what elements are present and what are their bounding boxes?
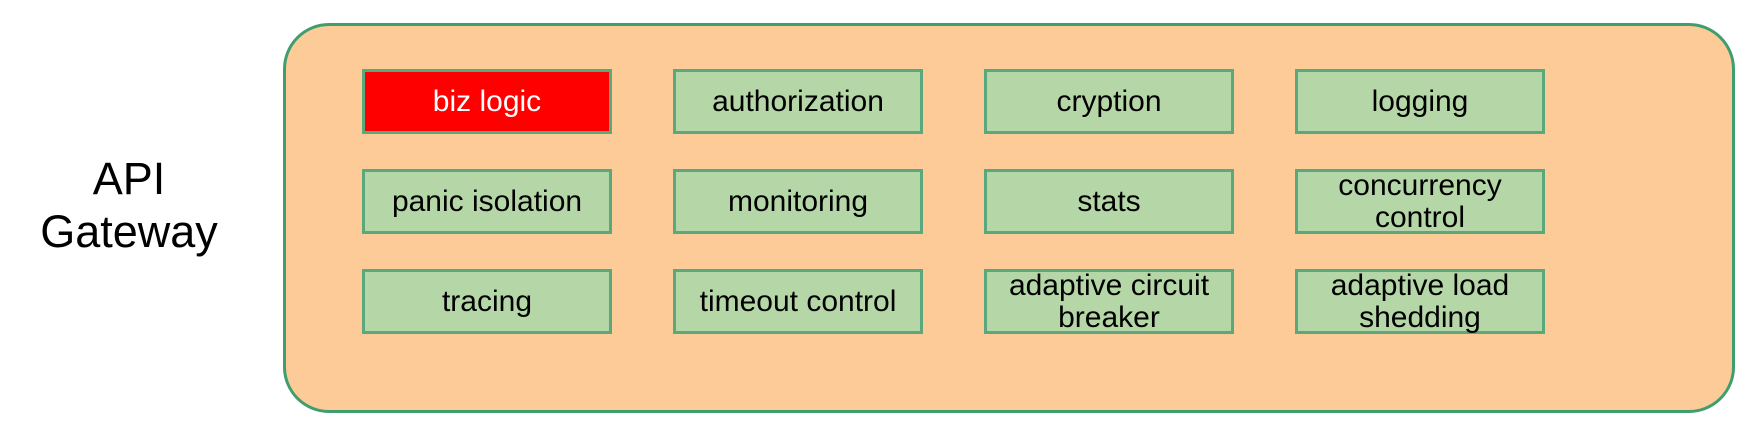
capability-label: stats — [1077, 184, 1141, 218]
capability-label: panic isolation — [391, 184, 583, 218]
capability-box-stats[interactable]: stats — [984, 169, 1234, 234]
capability-label: timeout control — [699, 284, 897, 318]
capability-box-concurrency-control[interactable]: concurrency control — [1295, 169, 1545, 234]
capability-box-timeout-control[interactable]: timeout control — [673, 269, 923, 334]
capability-box-logging[interactable]: logging — [1295, 69, 1545, 134]
capability-grid: biz logic authorization cryption logging… — [362, 69, 1545, 374]
capability-box-cryption[interactable]: cryption — [984, 69, 1234, 134]
capability-box-monitoring[interactable]: monitoring — [673, 169, 923, 234]
capability-label: logging — [1371, 84, 1469, 118]
api-gateway-container: biz logic authorization cryption logging… — [283, 23, 1735, 413]
capability-box-authorization[interactable]: authorization — [673, 69, 923, 134]
capability-label: monitoring — [727, 184, 869, 218]
api-gateway-label: API Gateway — [40, 153, 218, 257]
capability-label: biz logic — [432, 84, 542, 118]
capability-label: tracing — [441, 284, 533, 318]
capability-label: authorization — [712, 84, 884, 118]
capability-label: adaptive load shedding — [1330, 268, 1510, 334]
capability-box-adaptive-circuit-breaker[interactable]: adaptive circuit breaker — [984, 269, 1234, 334]
capability-box-panic-isolation[interactable]: panic isolation — [362, 169, 612, 234]
capability-box-biz-logic[interactable]: biz logic — [362, 69, 612, 134]
capability-box-tracing[interactable]: tracing — [362, 269, 612, 334]
capability-label: concurrency control — [1338, 168, 1502, 234]
capability-box-adaptive-load-shedding[interactable]: adaptive load shedding — [1295, 269, 1545, 334]
capability-label: adaptive circuit breaker — [1008, 268, 1210, 334]
capability-label: cryption — [1056, 84, 1162, 118]
